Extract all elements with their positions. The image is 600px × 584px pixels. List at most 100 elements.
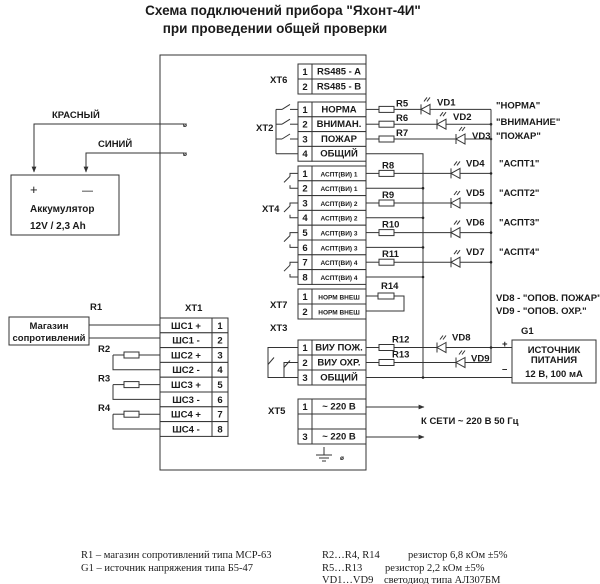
led-label: VD6 — [466, 218, 484, 229]
pin-number: 7 — [302, 258, 307, 269]
legend-right-2-desc: резистор 2,2 кОм ±5% — [385, 563, 485, 574]
vd8-note: VD8 - "ОПОВ. ПОЖАР" — [496, 293, 600, 304]
g1-label: G1 — [521, 326, 534, 337]
signal-label: RS485 - B — [317, 82, 361, 93]
battery-rating: 12V / 2,3 Ah — [30, 221, 86, 232]
led-label: VD9 — [471, 354, 489, 365]
indication-label: "АСПТ1" — [499, 158, 539, 169]
terminal-block-xt5: XT5 1~ 220 В3~ 220 В К СЕТИ ~ 220 В 50 Г… — [268, 398, 519, 462]
pin-number: 2 — [302, 358, 307, 369]
led-vd6 — [449, 220, 461, 239]
legend-right-1-desc: резистор 6,8 кОм ±5% — [408, 550, 508, 561]
legend: R1 – магазин сопротивлений типа МСР-63 G… — [81, 550, 508, 584]
legend-right-2-ref: R5…R13 — [322, 563, 362, 574]
wire — [267, 347, 298, 378]
led-vd8 — [435, 335, 447, 354]
xt1-row: ШС1 +1 — [159, 317, 229, 334]
xt1-row: ШС2 - 4 — [159, 361, 229, 378]
signal-label: ШС4 + — [171, 410, 201, 421]
pin-number: 5 — [302, 228, 308, 239]
wire — [465, 347, 492, 363]
signal-label: НОРМА — [321, 104, 356, 115]
resistor-label: R11 — [382, 249, 400, 260]
xt2-label: XT2 — [256, 123, 273, 134]
switch-icon — [283, 264, 291, 272]
indication-label: "АСПТ4" — [499, 247, 539, 258]
pin-number: 4 — [217, 365, 223, 376]
wire — [289, 172, 298, 177]
svg-text:ø: ø — [340, 455, 344, 462]
xt5-row: 1~ 220 В — [297, 398, 367, 415]
power-supply-g1: G1 ИСТОЧНИК ПИТАНИЯ 12 В, 100 мА + – — [502, 326, 597, 384]
xt4-row: 5 АСПТ(ВИ) 3 — [297, 224, 367, 241]
switch-icon — [281, 118, 291, 125]
indication-label: "НОРМА" — [496, 100, 540, 111]
pin-number: 2 — [302, 307, 307, 318]
resistor-r14 — [377, 292, 395, 300]
signal-label: АСПТ(ВИ) 3 — [321, 231, 358, 238]
xt1-label: XT1 — [185, 303, 203, 314]
pin-number: 2 — [302, 120, 307, 131]
signal-label: ШС3 - — [172, 395, 200, 406]
xt1-row: ШС2 +3 — [159, 347, 229, 363]
g1-minus: – — [502, 364, 507, 375]
signal-label: ~ 220 В — [322, 432, 356, 443]
wire — [289, 232, 298, 236]
xt1-row: ШС1 - 2 — [159, 332, 229, 349]
xt7-row: 2 НОРМ ВНЕШ — [297, 303, 367, 320]
signal-label: НОРМ ВНЕШ — [318, 310, 360, 317]
indication-label: "ВНИМАНИЕ" — [496, 117, 560, 128]
signal-label: ШС1 + — [171, 321, 201, 332]
pin-number: 6 — [302, 243, 307, 254]
wire-red-label: КРАСНЫЙ — [52, 109, 100, 121]
pin-number: 4 — [302, 213, 308, 224]
signal-label: НОРМ ВНЕШ — [318, 295, 360, 302]
terminal-icon: ø — [183, 122, 187, 129]
signal-label: АСПТ(ВИ) 2 — [321, 216, 358, 223]
signal-label: ШС2 - — [172, 365, 200, 376]
xt1-row: ШС3 - 6 — [159, 391, 229, 408]
resistor-label: R4 — [98, 403, 111, 414]
signal-cell — [311, 413, 367, 430]
vd9-note: VD9 - "ОПОВ. ОХР." — [496, 306, 587, 317]
signal-label: ШС4 - — [172, 424, 200, 435]
pin-number: 6 — [217, 395, 222, 406]
wire — [112, 355, 160, 371]
resistor-label: R12 — [392, 335, 409, 346]
pin-number: 3 — [302, 198, 307, 209]
resistor-r4 — [123, 410, 140, 418]
wire — [283, 362, 298, 378]
xt5-row: 3 ~ 220 В — [297, 428, 367, 445]
signal-label: ШС1 - — [172, 336, 200, 347]
led-label: VD5 — [466, 188, 485, 199]
pin-number: 1 — [302, 169, 308, 180]
signal-label: АСПТ(ВИ) 1 — [321, 171, 358, 178]
switch-icon — [267, 357, 275, 365]
xt5-label: XT5 — [268, 406, 286, 417]
g1-plus: + — [502, 339, 508, 350]
xt1-row: ШС4 -8 — [159, 421, 229, 437]
signal-label: ВИУ ПОЖ. — [315, 343, 363, 354]
pin-number: 2 — [217, 336, 222, 347]
indication-label: "АСПТ3" — [499, 218, 539, 229]
battery-name: Аккумулятор — [30, 204, 95, 215]
pin-number: 3 — [302, 432, 307, 443]
junction-dot — [489, 172, 493, 175]
led-vd5 — [449, 190, 461, 209]
junction-dot — [421, 376, 425, 379]
signal-label: ОБЩИЙ — [320, 372, 358, 384]
led-vd7 — [449, 249, 461, 269]
signal-label: АСПТ(ВИ) 3 — [321, 245, 358, 252]
xt4-row: 4 АСПТ(ВИ) 2 — [297, 209, 367, 226]
xt4-row: 6 АСПТ(ВИ) 3 — [297, 239, 367, 256]
